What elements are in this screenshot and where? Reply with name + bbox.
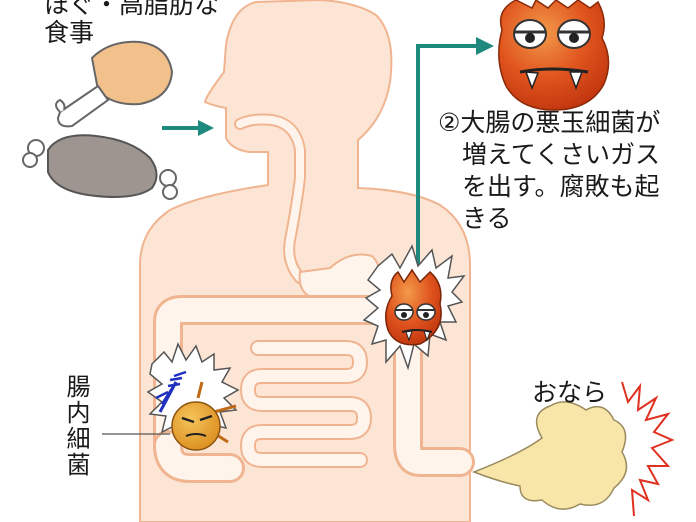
- step2-line3: を出す。腐敗も起: [462, 172, 660, 201]
- arrow-to-mouth: [162, 120, 214, 136]
- meat-bone-icon: [22, 134, 178, 200]
- gas-cloud-icon: [471, 381, 675, 517]
- food-label-line1: ほぐ・高脂肪な: [44, 0, 220, 19]
- arrow-to-gas: [416, 37, 494, 268]
- bad-bacteria-face-icon: [498, 0, 610, 111]
- gut-bacteria-label: 腸内細菌: [62, 374, 90, 478]
- step2-line4: きる: [462, 204, 512, 233]
- good-bacteria-face-icon: [146, 342, 240, 451]
- step2-line2: 増えてくさいガス: [462, 140, 661, 169]
- food-label-line2: 食事: [44, 18, 95, 47]
- colon-bad-bacteria-icon: [362, 244, 466, 371]
- meat-leg-icon: [55, 40, 174, 128]
- fart-label: おなら: [532, 378, 608, 407]
- step2-line1: ②大腸の悪玉細菌が: [438, 108, 661, 137]
